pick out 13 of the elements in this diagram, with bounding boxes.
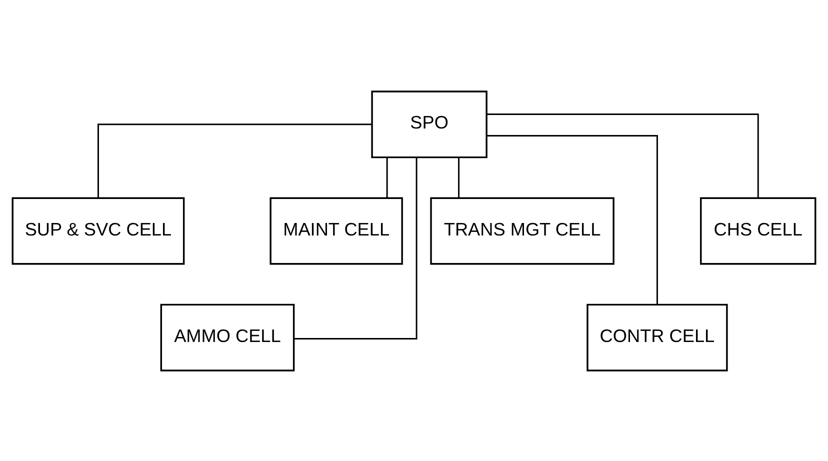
node-box: TRANS MGT CELL	[430, 196, 614, 264]
node-box: SUP & SVC CELL	[12, 196, 185, 264]
connector	[386, 157, 388, 198]
node-box: CONTR CELL	[586, 303, 728, 371]
connector	[97, 123, 372, 198]
node-box: MAINT CELL	[270, 196, 403, 264]
node-box: AMMO CELL	[160, 303, 295, 371]
connector	[458, 157, 460, 198]
connector	[294, 156, 418, 339]
connector	[486, 112, 759, 198]
connector	[486, 134, 658, 304]
node-box: SPO	[371, 90, 488, 158]
node-box: CHS CELL	[700, 196, 816, 264]
